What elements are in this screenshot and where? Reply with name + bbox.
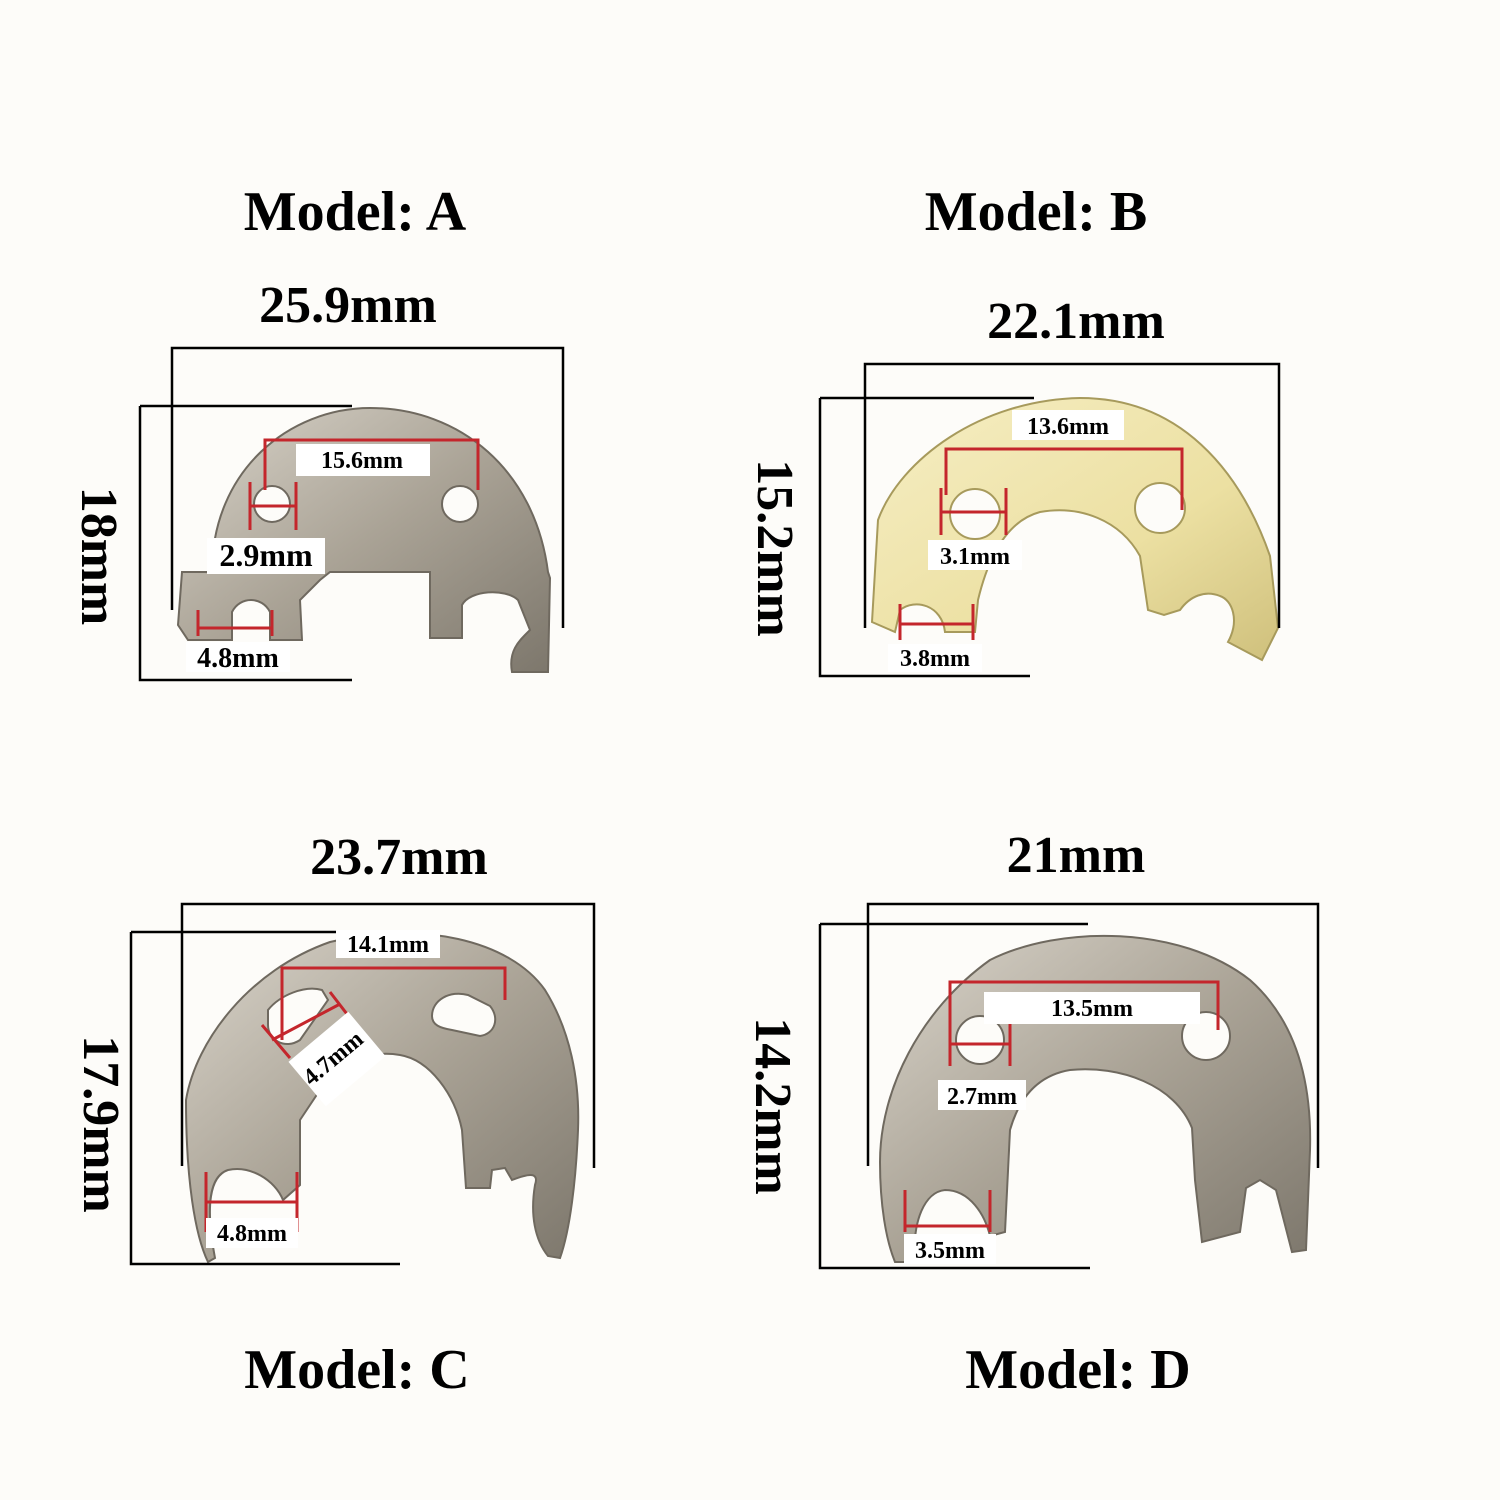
model-c-label: Model: C (244, 1339, 470, 1401)
model-b-slot-label: 3.8mm (900, 646, 970, 672)
model-a-height-label: 18mm (70, 487, 127, 626)
model-a-hole-spacing-label: 15.6mm (321, 448, 403, 474)
part-c-image (184, 932, 580, 1264)
model-d-small-hole-label: 2.7mm (947, 1084, 1017, 1110)
model-a-label: Model: A (244, 181, 467, 243)
model-b-small-hole-label: 3.1mm (940, 544, 1010, 570)
model-d-label: Model: D (965, 1339, 1191, 1401)
panel-model-c: Model: C 23.7mm 17.9mm 14.1mm 4.7mm 4.8m… (72, 829, 596, 1401)
model-d-height-label: 14.2mm (744, 1017, 801, 1195)
model-c-height-label: 17.9mm (72, 1035, 129, 1213)
model-a-slot-label: 4.8mm (197, 643, 279, 674)
panel-model-a: Model: A 25.9mm 18mm 15.6mm 2.9mm 4.8mm (70, 181, 565, 682)
part-a-image (176, 406, 552, 673)
model-a-small-hole-label: 2.9mm (219, 537, 313, 573)
model-b-hole-spacing-label: 13.6mm (1027, 414, 1109, 440)
model-d-width-label: 21mm (1007, 827, 1146, 884)
part-b-image (870, 396, 1280, 662)
model-b-height-label: 15.2mm (746, 459, 803, 637)
model-b-width-label: 22.1mm (987, 293, 1165, 350)
panel-model-d: Model: D 21mm 14.2mm 13.5mm 2.7mm 3.5mm (744, 827, 1320, 1401)
model-c-hole-spacing-label: 14.1mm (347, 932, 429, 958)
model-d-slot-label: 3.5mm (915, 1238, 985, 1264)
model-d-hole-spacing-label: 13.5mm (1051, 996, 1133, 1022)
model-c-width-label: 23.7mm (310, 829, 488, 886)
model-b-label: Model: B (925, 181, 1147, 243)
model-a-width-label: 25.9mm (259, 277, 437, 334)
model-c-slot-label: 4.8mm (217, 1221, 287, 1247)
panel-model-b: Model: B 22.1mm 15.2mm 13.6mm 3.1mm 3.8m… (746, 181, 1281, 678)
